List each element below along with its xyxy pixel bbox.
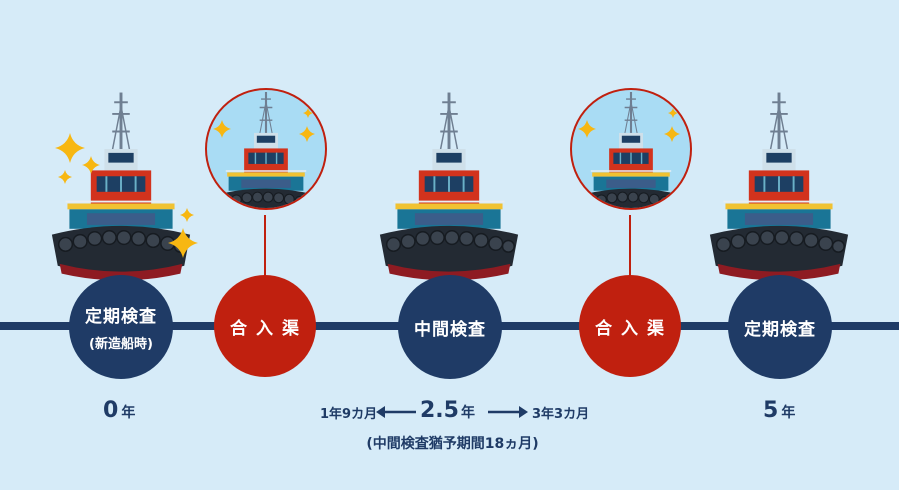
tugboat-icon — [376, 90, 522, 280]
node-periodic-inspection-end: 定期検査 — [728, 275, 832, 379]
tugboat-icon — [706, 90, 852, 280]
sparkle-icon — [578, 120, 596, 138]
sparkle-icon — [82, 156, 100, 174]
arrow-left-icon — [376, 406, 416, 418]
node-sublabel: (新造船時) — [89, 337, 153, 352]
node-drydock-1: 合入渠 — [214, 275, 316, 377]
connector-line — [629, 215, 631, 285]
year-late-label: 3年3カ月 — [532, 407, 590, 422]
sparkle-icon — [664, 126, 680, 142]
node-periodic-inspection-start: 定期検査 (新造船時) — [69, 275, 173, 379]
sparkle-icon — [55, 133, 85, 163]
node-label: 合入渠 — [595, 318, 673, 339]
node-label: 定期検査 — [85, 307, 157, 327]
sparkle-icon — [58, 170, 72, 184]
node-label: 合入渠 — [230, 318, 308, 339]
node-intermediate-inspection: 中間検査 — [398, 275, 502, 379]
node-label: 中間検査 — [414, 319, 486, 340]
connector-line — [264, 215, 266, 285]
node-label: 定期検査 — [744, 319, 816, 340]
sparkle-icon — [180, 208, 194, 222]
sparkle-icon — [213, 120, 231, 138]
drydock-inset — [570, 88, 692, 210]
year-early-label: 1年9カ月 — [320, 407, 378, 422]
arrow-right-icon — [488, 406, 528, 418]
sparkle-icon — [303, 108, 313, 118]
node-drydock-2: 合入渠 — [579, 275, 681, 377]
grace-period-note: (中間検査猶予期間18ヵ月) — [366, 436, 539, 452]
drydock-inset — [205, 88, 327, 210]
sparkle-icon — [668, 108, 678, 118]
sparkle-icon — [168, 228, 198, 258]
sparkle-icon — [299, 126, 315, 142]
